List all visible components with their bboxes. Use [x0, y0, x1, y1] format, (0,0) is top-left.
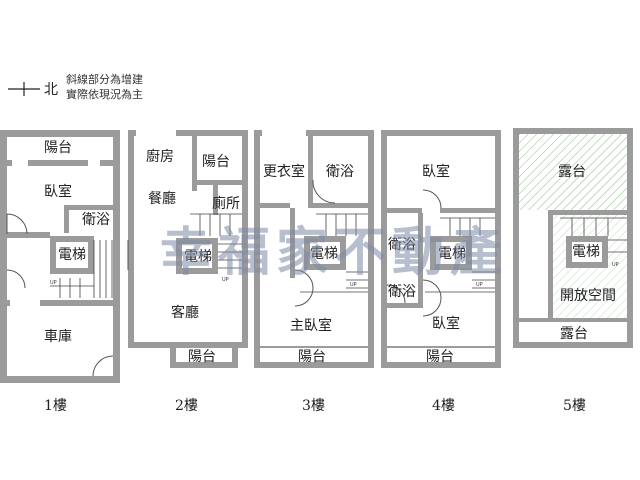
room-label: 電梯: [310, 246, 338, 262]
room-label: 陽台: [202, 154, 230, 170]
room-label: 臥室: [44, 183, 72, 200]
room-label: 臥室: [422, 163, 450, 180]
floor-label: 2樓: [175, 398, 198, 414]
room-label: 更衣室: [263, 163, 305, 180]
room-label: 衛浴: [326, 164, 354, 180]
room-label: 衛浴: [388, 284, 416, 300]
room-label: 露台: [560, 326, 588, 342]
floor-label: 4樓: [432, 398, 455, 414]
room-label: 廁所: [212, 195, 240, 212]
room-label: 電梯: [184, 249, 212, 265]
note-line-2: 實際依現況為主: [66, 87, 143, 101]
room-label: 廚房: [146, 148, 174, 165]
room-label: 衛浴: [82, 212, 110, 228]
north-label: 北: [44, 82, 58, 98]
room-label: 電梯: [438, 246, 466, 262]
floor-label: 1樓: [44, 398, 67, 414]
stair-up-mark-1: UP: [50, 280, 57, 286]
watermark-text: 幸福家不動產: [160, 223, 508, 283]
floor-5-plan: UP 露台 電梯 開放空間 露台: [513, 128, 633, 348]
room-label: 臥室: [432, 315, 460, 332]
floor-3-plan: UP 更衣室 衛浴 電梯 主臥室 陽台: [254, 130, 374, 368]
room-label: 陽台: [188, 349, 216, 365]
room-label: 開放空間: [560, 288, 616, 304]
room-label: 主臥室: [290, 317, 332, 334]
floor-label: 3樓: [302, 398, 325, 414]
room-label: 客廳: [171, 304, 199, 321]
room-label: 衛浴: [388, 237, 416, 253]
floor-4-plan: UP 臥室 衛浴 電梯 衛浴 臥室 陽台: [381, 130, 501, 368]
room-label: 陽台: [44, 140, 72, 156]
room-label: 車庫: [44, 328, 72, 345]
room-label: 電梯: [572, 244, 600, 260]
room-label: 餐廳: [148, 190, 176, 207]
room-label: 陽台: [426, 349, 454, 365]
stair-up-mark-2: UP: [222, 277, 229, 283]
stair-up-mark-4: UP: [476, 282, 483, 288]
room-label: 電梯: [58, 247, 86, 263]
stair-up-mark-3: UP: [350, 282, 357, 288]
floor-label: 5樓: [563, 398, 586, 414]
floor-1-plan: UP 陽台 臥室 衛浴 電梯 車庫: [0, 130, 120, 383]
room-label: 陽台: [298, 349, 326, 365]
stair-up-mark-5: UP: [612, 262, 619, 268]
room-label: 露台: [558, 164, 586, 180]
note-line-1: 斜線部分為增建: [66, 72, 143, 86]
north-arrow-icon: 北: [8, 82, 58, 98]
floor-2-plan: UP 廚房 陽台 餐廳 廁所 電梯 客廳 陽台: [127, 130, 248, 368]
